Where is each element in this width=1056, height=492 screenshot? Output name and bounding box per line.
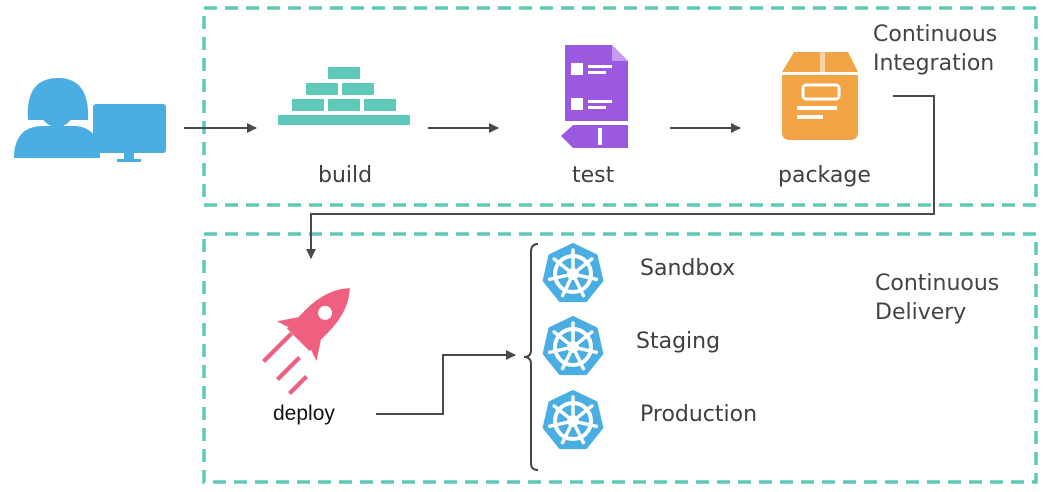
arrow-ci-to-deploy: [306, 95, 935, 259]
env-label-sandbox: Sandbox: [640, 256, 736, 281]
kubernetes-helm-icon: [542, 316, 604, 376]
kubernetes-helm-icon: [542, 390, 604, 450]
rocket-icon: [262, 288, 350, 395]
ci-title-line1: Continuous: [873, 22, 998, 47]
document-icon: [561, 45, 628, 148]
ci-title-line2: Integration: [873, 51, 995, 76]
cd-frame: [202, 232, 1038, 484]
env-label-staging: Staging: [636, 329, 721, 354]
env-label-production: Production: [640, 402, 758, 427]
step-label-package: package: [778, 163, 871, 188]
ci-title: Continuous Integration: [873, 20, 997, 78]
bricks-icon: [278, 67, 410, 125]
cd-title: Continuous Delivery: [875, 269, 999, 327]
box-icon: [782, 52, 858, 140]
deploy-label: deploy: [273, 402, 335, 425]
ci-frame: [202, 6, 1038, 207]
cd-title-line2: Delivery: [875, 300, 967, 325]
step-label-test: test: [572, 163, 615, 188]
cd-title-line1: Continuous: [875, 271, 1000, 296]
step-label-build: build: [318, 163, 373, 188]
developer-computer-icon: [14, 78, 166, 162]
environment-brace: [523, 243, 539, 471]
arrow-deploy-to-environments: [376, 350, 516, 415]
kubernetes-helm-icon: [542, 243, 604, 303]
